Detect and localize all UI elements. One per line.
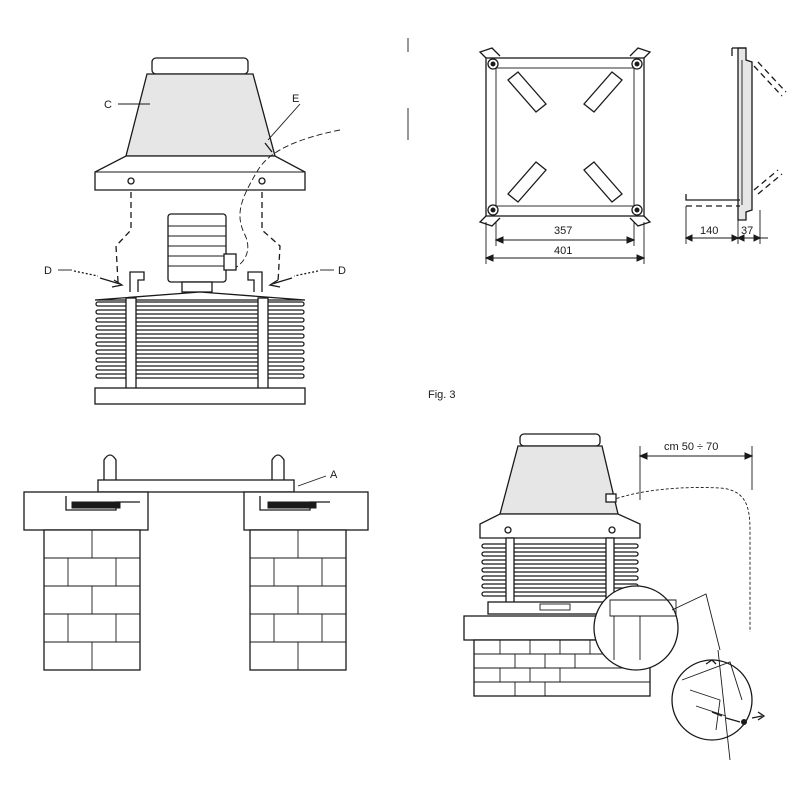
fan-rod-left bbox=[125, 297, 137, 391]
detail-circle-large bbox=[593, 585, 679, 671]
dim-357: 357 bbox=[554, 225, 572, 237]
guide-line-left bbox=[115, 192, 132, 283]
cover-hole-right bbox=[258, 177, 266, 185]
motor-body bbox=[167, 213, 227, 283]
chimney-cap-right bbox=[243, 491, 369, 531]
chimney-base-view: A bbox=[23, 454, 369, 671]
label-a: A bbox=[330, 469, 338, 481]
fan-fins bbox=[95, 301, 305, 379]
label-d-right: D bbox=[338, 265, 346, 277]
figure-caption: Fig. 3 bbox=[428, 389, 456, 401]
exploded-fan-view: C E D D bbox=[44, 57, 346, 405]
side-profile-drawing: 140 37 bbox=[684, 47, 787, 244]
dim-37: 37 bbox=[741, 225, 753, 237]
cover-flange bbox=[94, 155, 306, 191]
brick-wall-left bbox=[43, 529, 141, 671]
motor-mount bbox=[181, 281, 213, 293]
base-plate-a bbox=[97, 479, 295, 493]
dim-cable-length: cm 50 ÷ 70 bbox=[664, 441, 718, 453]
detail-circle-small bbox=[671, 659, 753, 741]
profile-body bbox=[737, 47, 753, 221]
bracket-left bbox=[129, 271, 145, 292]
chimney-cap-left bbox=[23, 491, 149, 531]
screw-right bbox=[268, 270, 319, 288]
screw-left bbox=[73, 270, 124, 288]
label-c: C bbox=[104, 99, 112, 111]
dim-401: 401 bbox=[554, 245, 572, 257]
cover-cone bbox=[125, 73, 276, 157]
guide-line-right bbox=[261, 192, 281, 283]
label-d-left: D bbox=[44, 265, 52, 277]
fan-top-plate bbox=[94, 291, 306, 301]
base-plate-drawing: 357 401 bbox=[478, 47, 652, 264]
installed-fan-view: cm 50 ÷ 70 bbox=[463, 433, 766, 761]
brick-wall-right bbox=[249, 529, 347, 671]
fan-base bbox=[94, 387, 306, 405]
dim-140: 140 bbox=[700, 225, 718, 237]
label-e: E bbox=[292, 93, 299, 105]
plate-inner bbox=[495, 67, 635, 207]
bracket-right bbox=[247, 271, 263, 292]
cover-cap bbox=[151, 57, 249, 75]
power-cable bbox=[234, 129, 341, 269]
cover-hole-left bbox=[127, 177, 135, 185]
fan-rod-right bbox=[257, 297, 269, 391]
motor-junction-box bbox=[223, 253, 237, 271]
